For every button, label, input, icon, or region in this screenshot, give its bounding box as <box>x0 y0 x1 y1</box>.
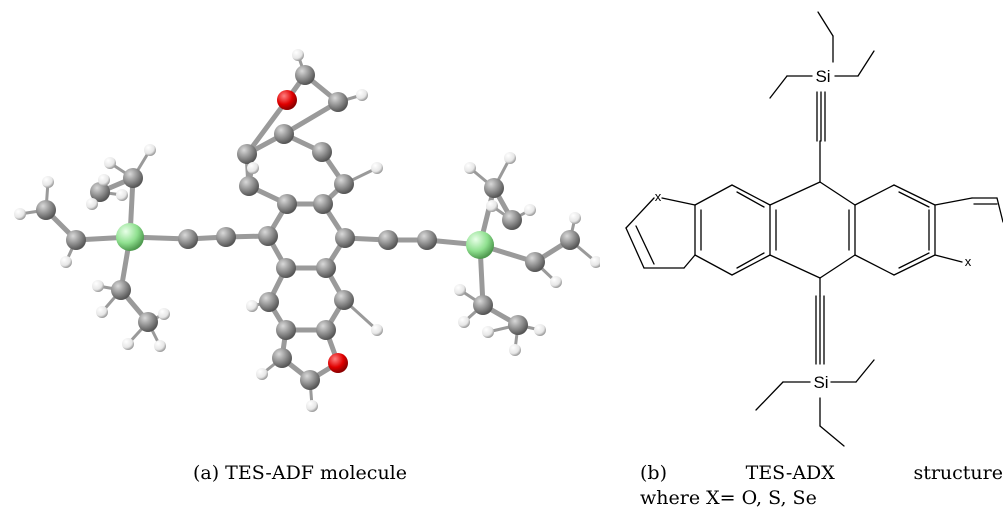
atom-c <box>216 227 236 247</box>
atom-c <box>300 370 320 390</box>
caption-a: (a) TES-ADF molecule <box>192 462 408 484</box>
atom-c <box>111 280 131 300</box>
atom-h <box>116 189 128 201</box>
atom-h <box>14 208 26 220</box>
atom-c <box>335 228 355 248</box>
atom-c <box>378 230 398 250</box>
atom-h <box>458 316 470 328</box>
atom-c <box>276 258 296 278</box>
caption-b-line1: (b) TES-ADX structure <box>640 461 1003 486</box>
atom-h <box>122 338 134 350</box>
atom-c <box>274 124 294 144</box>
atom-h <box>42 176 54 188</box>
atom-h <box>569 212 581 224</box>
bond <box>244 97 290 157</box>
atom-c <box>239 176 259 196</box>
caption-b-word: structure <box>913 462 1003 484</box>
atom-c <box>560 230 580 250</box>
atom-c <box>36 200 56 220</box>
atom-c <box>502 210 522 230</box>
atom-h <box>98 174 110 186</box>
atom-h <box>371 324 383 336</box>
atom-h <box>356 89 368 101</box>
atom-label-si-bottom: Si <box>813 373 828 392</box>
atom-c <box>508 315 528 335</box>
atom-c <box>277 194 297 214</box>
atom-c <box>316 320 336 340</box>
atom-h <box>524 204 536 216</box>
atom-h <box>92 280 104 292</box>
atom-label-x-right: X <box>965 254 972 269</box>
atom-h <box>550 276 562 288</box>
atom-h <box>154 340 166 352</box>
atom-c <box>123 168 143 188</box>
atom-h <box>86 198 98 210</box>
atom-h <box>256 368 268 380</box>
atom-c <box>237 144 257 164</box>
atom-c <box>473 295 493 315</box>
atom-c <box>272 348 292 368</box>
atom-c <box>313 194 333 214</box>
atom-h <box>454 284 466 296</box>
atom-c <box>90 182 110 202</box>
atom-c <box>334 290 354 310</box>
molecule-bonds <box>18 53 598 408</box>
atom-h <box>60 256 72 268</box>
atom-h <box>486 200 498 212</box>
atom-c <box>258 226 278 246</box>
atom-h <box>96 306 108 318</box>
atom-h <box>104 157 116 169</box>
skeletal-structure-diagram: Si Si X X <box>625 11 1003 447</box>
atom-c <box>316 258 336 278</box>
atom-h <box>504 152 516 164</box>
atom-h <box>144 144 156 156</box>
atom-h <box>371 162 383 174</box>
atom-o <box>328 353 348 373</box>
caption-b-label: (b) <box>640 462 667 484</box>
atom-c <box>328 92 348 112</box>
caption-b-line2: where X= O, S, Se <box>640 487 817 509</box>
panel-a-molecule-model: (a) TES-ADF molecule <box>14 49 600 484</box>
atom-o <box>277 90 297 110</box>
atom-c <box>138 312 158 332</box>
atom-c <box>66 230 86 250</box>
atom-si <box>466 231 494 259</box>
atom-c <box>295 65 315 85</box>
atom-c <box>417 230 437 250</box>
atom-c <box>484 178 504 198</box>
atom-label-si-top: Si <box>815 67 830 86</box>
caption-b-name: TES-ADX <box>745 462 835 484</box>
atom-c <box>525 252 545 272</box>
atom-h <box>247 162 259 174</box>
atom-c <box>259 292 279 312</box>
atom-c <box>178 229 198 249</box>
atom-h <box>464 162 476 174</box>
atom-h <box>306 400 318 412</box>
atom-h <box>292 49 304 61</box>
panel-b-structure-formula: Si Si X X (b) TES-ADX structure where X=… <box>600 0 1003 513</box>
atom-h <box>246 300 258 312</box>
atom-h <box>590 256 600 268</box>
atom-c <box>276 320 296 340</box>
atom-h <box>534 324 546 336</box>
atom-h <box>509 344 521 356</box>
molecule-atoms <box>14 49 600 412</box>
atom-label-x-left: X <box>655 189 662 204</box>
atom-h <box>482 326 494 338</box>
bond <box>281 99 341 137</box>
atom-h <box>158 308 170 320</box>
atom-c <box>312 142 332 162</box>
ball-and-stick-molecule-image <box>14 49 600 412</box>
atom-si <box>116 223 144 251</box>
atom-c <box>334 174 354 194</box>
